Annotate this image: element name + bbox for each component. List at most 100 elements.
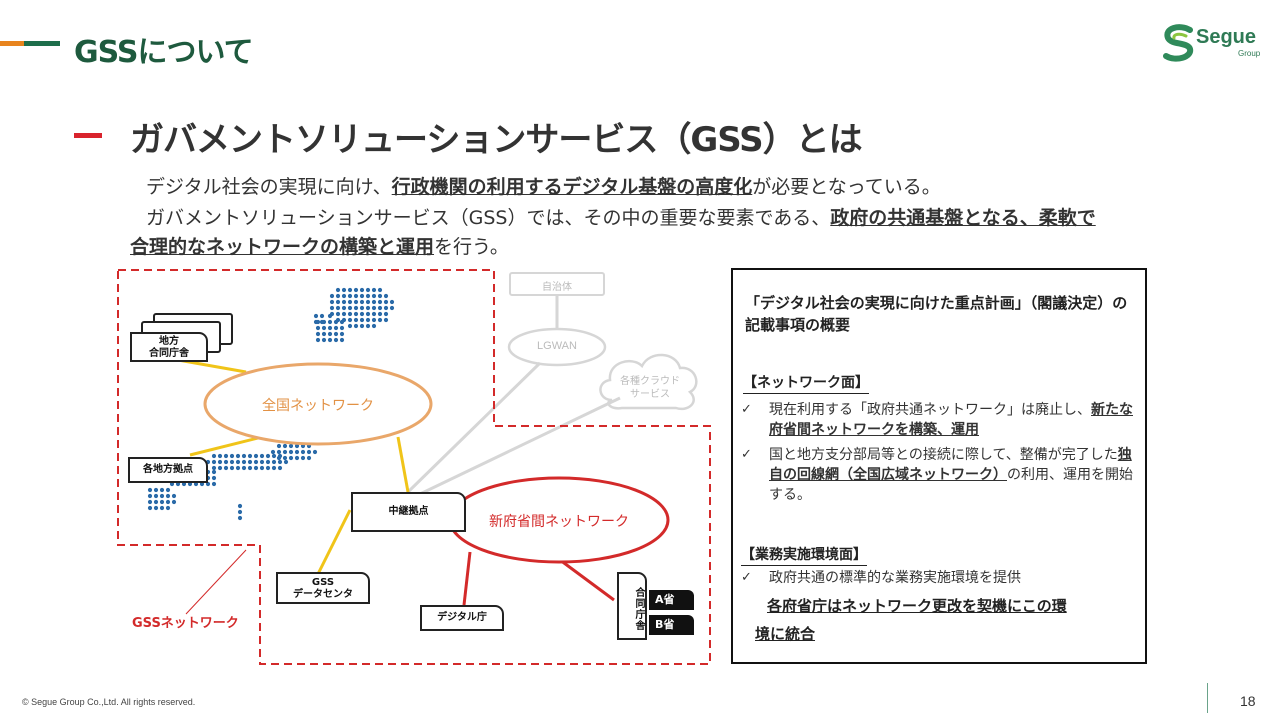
- check-icon: ✓: [741, 402, 752, 417]
- map-dot: [319, 313, 325, 319]
- map-dot: [159, 487, 165, 493]
- joint-office-box: 合同庁舎: [617, 572, 647, 640]
- map-dot: [271, 459, 277, 465]
- map-dot: [159, 493, 165, 499]
- map-dot: [359, 287, 365, 293]
- lgwan-group: [406, 272, 698, 496]
- copyright: © Segue Group Co.,Ltd. All rights reserv…: [22, 697, 196, 707]
- map-dot: [165, 487, 171, 493]
- map-dot: [253, 459, 259, 465]
- map-dot: [241, 465, 247, 471]
- plan-summary-box: 「デジタル社会の実現に向けた重点計画」（閣議決定）の記載事項の概要 【ネットワー…: [731, 268, 1147, 664]
- map-dot: [365, 305, 371, 311]
- map-dot: [165, 499, 171, 505]
- map-dot: [237, 509, 243, 515]
- gss-datacenter-box: GSS データセンタ: [276, 572, 370, 604]
- map-dot: [315, 325, 321, 331]
- map-dot: [312, 449, 318, 455]
- ministry-a-box: A省: [649, 590, 694, 610]
- map-dot: [327, 331, 333, 337]
- network-section-heading: 【ネットワーク面】: [743, 372, 869, 394]
- map-dot: [237, 503, 243, 509]
- map-dot: [211, 475, 217, 481]
- intro-line-1: デジタル社会の実現に向け、行政機関の利用するデジタル基盤の高度化が必要となってい…: [146, 172, 941, 202]
- map-dot: [276, 443, 282, 449]
- map-dot: [339, 325, 345, 331]
- map-dot: [383, 299, 389, 305]
- map-dot: [159, 499, 165, 505]
- map-dot: [333, 325, 339, 331]
- item-text: 政府共通の標準的な業務実施環境を提供: [769, 570, 1021, 586]
- map-dot: [371, 323, 377, 329]
- lgwan-ellipse: [507, 327, 607, 367]
- map-dot: [321, 325, 327, 331]
- map-dot: [347, 299, 353, 305]
- map-dot: [241, 459, 247, 465]
- map-dot: [211, 459, 217, 465]
- map-dot: [271, 453, 277, 459]
- map-dot: [211, 469, 217, 475]
- map-dot: [247, 453, 253, 459]
- check-icon: ✓: [741, 570, 752, 585]
- section-title: ガバメントソリューションサービス（GSS）とは: [130, 120, 863, 160]
- cloud-label: 各種クラウド サービス: [612, 375, 688, 401]
- gss-network-label: GSSネットワーク: [132, 616, 239, 631]
- map-dot: [353, 311, 359, 317]
- intro-line-3: 合理的なネットワークの構築と運用を行う。: [130, 232, 509, 262]
- map-dot: [147, 505, 153, 511]
- map-dot: [353, 287, 359, 293]
- map-dot: [353, 305, 359, 311]
- map-dot: [353, 299, 359, 305]
- map-dot: [265, 465, 271, 471]
- map-dot: [365, 323, 371, 329]
- map-dot: [327, 319, 333, 325]
- map-dot: [339, 331, 345, 337]
- map-dot: [165, 505, 171, 511]
- map-dot: [329, 305, 335, 311]
- map-dot: [347, 287, 353, 293]
- integration-line-1: 各府省庁はネットワーク更改を契機にこの環: [767, 597, 1067, 615]
- map-dot: [165, 493, 171, 499]
- map-dot: [347, 317, 353, 323]
- digital-agency-box: デジタル庁: [420, 605, 504, 631]
- map-dot: [159, 505, 165, 511]
- check-icon: ✓: [741, 447, 752, 462]
- map-dot: [321, 331, 327, 337]
- map-dot: [235, 459, 241, 465]
- map-dot: [359, 323, 365, 329]
- intro-line-2: ガバメントソリューションサービス（GSS）では、その中の重要な要素である、政府の…: [146, 203, 1096, 233]
- map-dot: [265, 459, 271, 465]
- map-dot: [153, 499, 159, 505]
- map-dot: [147, 499, 153, 505]
- national-network-ellipse: [203, 362, 433, 446]
- cloud-label-line: サービス: [630, 389, 670, 400]
- map-dot: [223, 453, 229, 459]
- work-section-heading: 【業務実施環境面】: [741, 544, 867, 566]
- map-dot: [171, 499, 177, 505]
- segue-logo-icon: [1163, 24, 1194, 62]
- gss-datacenter-label: GSS: [311, 577, 335, 588]
- map-dot: [329, 299, 335, 305]
- map-dot: [288, 443, 294, 449]
- map-dot: [371, 293, 377, 299]
- map-dot: [389, 305, 395, 311]
- map-dot: [300, 449, 306, 455]
- plan-summary-title: 「デジタル社会の実現に向けた重点計画」（閣議決定）の記載事項の概要: [745, 294, 1128, 334]
- map-dot: [365, 317, 371, 323]
- map-dot: [153, 505, 159, 511]
- map-dot: [300, 455, 306, 461]
- map-dot: [359, 311, 365, 317]
- map-dot: [153, 487, 159, 493]
- map-dot: [321, 337, 327, 343]
- map-dot: [353, 317, 359, 323]
- map-dot: [377, 311, 383, 317]
- item-text: 現在利用する「政府共通ネットワーク」は廃止し、: [769, 402, 1091, 418]
- map-dot: [341, 287, 347, 293]
- network-item-1: ✓ 現在利用する「政府共通ネットワーク」は廃止し、新たな府省間ネットワークを構築…: [741, 400, 1137, 440]
- integration-line-2: 境に統合: [755, 625, 816, 643]
- logo-subtext: Group: [1238, 49, 1261, 58]
- logo-text: Segue: [1196, 26, 1257, 48]
- map-dot: [315, 337, 321, 343]
- map-dot: [217, 459, 223, 465]
- map-dot: [282, 443, 288, 449]
